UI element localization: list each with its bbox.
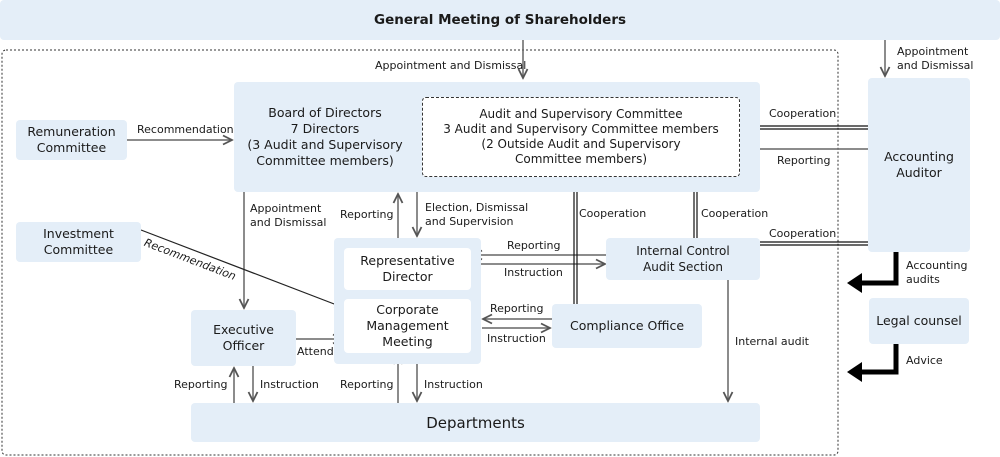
label-cooperation: Cooperation [701, 207, 769, 220]
label-appointment-dismissal: Appointment and Dismissal [375, 59, 527, 72]
line: audits [906, 273, 940, 286]
line: Corporate [376, 302, 439, 317]
line: and Dismissal [897, 59, 974, 72]
board-line: Board of Directors [268, 105, 382, 120]
label-attend: Attend [297, 345, 334, 358]
audit-line: (2 Outside Audit and Supervisory [481, 137, 681, 151]
line: Election, Dismissal [425, 201, 529, 214]
label-reporting: Reporting [340, 208, 394, 221]
line: Departments [426, 413, 525, 432]
board-line: (3 Audit and Supervisory [247, 137, 403, 152]
line: and Dismissal [250, 216, 327, 229]
label-advice: Advice [906, 354, 943, 367]
label-cooperation: Cooperation [769, 227, 837, 240]
line: Accounting [906, 259, 968, 272]
audit-line: Audit and Supervisory Committee [479, 107, 683, 121]
label-reporting: Reporting [174, 378, 228, 391]
audit-line: 3 Audit and Supervisory Committee member… [443, 122, 719, 136]
label-instruction: Instruction [504, 266, 563, 279]
line: Representative [360, 253, 455, 268]
line: Remuneration [27, 124, 116, 139]
label-cooperation: Cooperation [769, 107, 837, 120]
general-meeting-title: General Meeting of Shareholders [373, 12, 627, 28]
legal-counsel-box: Legal counsel [869, 298, 969, 344]
compliance-office-box: Compliance Office [552, 304, 702, 348]
line: Appointment [250, 202, 322, 215]
line: Investment [43, 226, 114, 241]
board-line: 7 Directors [290, 121, 360, 136]
label-instruction: Instruction [487, 332, 546, 345]
label-cooperation: Cooperation [579, 207, 647, 220]
company-boundary [1, 49, 839, 456]
label-recommendation: Recommendation [137, 123, 234, 136]
line: Committee [36, 140, 107, 155]
line: Compliance Office [569, 318, 685, 333]
line: and Supervision [425, 215, 514, 228]
general-meeting-box: General Meeting of Shareholders [0, 0, 1000, 40]
audit-line: Committee members) [514, 152, 648, 166]
line: Legal counsel [876, 313, 962, 328]
label-instruction: Instruction [424, 378, 483, 391]
line: Committee [43, 242, 114, 257]
label-internal-audit: Internal audit [735, 335, 809, 348]
line: Management [366, 318, 449, 333]
line: Officer [222, 338, 265, 353]
board-line: Committee members) [256, 153, 394, 168]
line: Accounting [884, 149, 954, 164]
label-reporting: Reporting [507, 239, 561, 252]
departments-box: Departments [191, 403, 760, 442]
line: Auditor [896, 165, 942, 180]
label-reporting: Reporting [340, 378, 394, 391]
line: Appointment [897, 45, 969, 58]
line: Meeting [382, 334, 433, 349]
label-reporting: Reporting [490, 302, 544, 315]
line: Internal Control [636, 244, 730, 258]
line: Audit Section [643, 260, 723, 274]
line: Director [382, 269, 433, 284]
label-instruction: Instruction [260, 378, 319, 391]
label-reporting: Reporting [777, 154, 831, 167]
line: Executive [213, 322, 274, 337]
